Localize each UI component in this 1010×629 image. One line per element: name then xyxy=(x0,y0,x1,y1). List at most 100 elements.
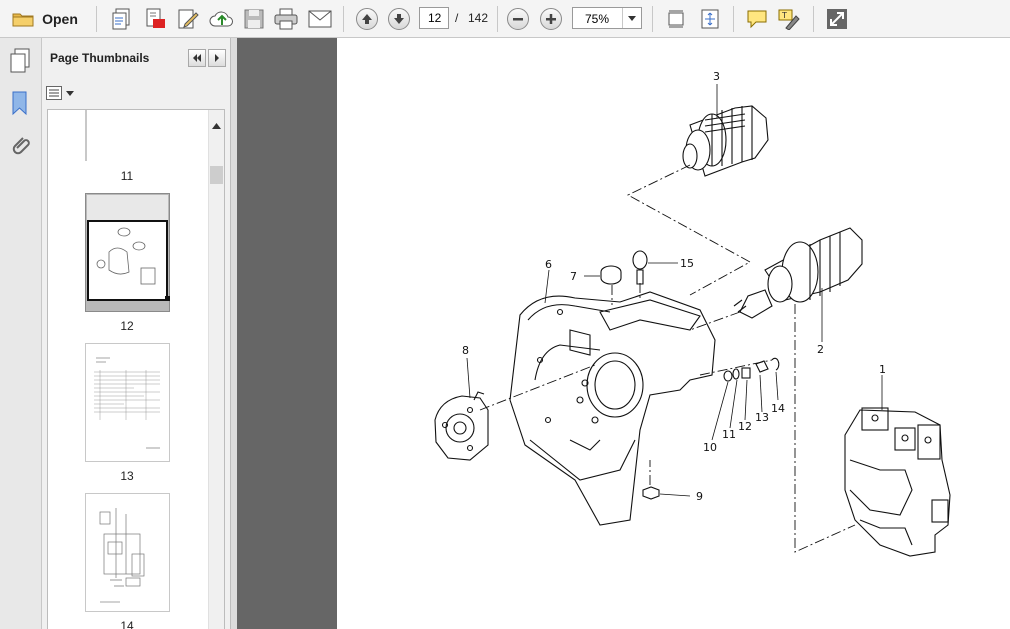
thumbnail-page-14[interactable] xyxy=(85,493,170,612)
scrollbar-thumb[interactable] xyxy=(210,166,223,184)
navigation-rail xyxy=(0,38,42,629)
document-page[interactable]: 3 2 6 7 15 8 9 1 10 11 12 13 14 xyxy=(337,38,1010,629)
upload-button[interactable] xyxy=(208,7,236,31)
thumbnail-diagram xyxy=(96,227,156,285)
folder-icon xyxy=(12,13,34,27)
callout-14: 14 xyxy=(771,402,785,415)
toolbar-separator xyxy=(733,6,734,32)
paperclip-icon xyxy=(12,137,30,155)
highlighter-icon: T xyxy=(778,9,800,30)
page-scroll-icon xyxy=(668,10,684,28)
pages-icon xyxy=(10,48,30,73)
toolbar-separator xyxy=(497,6,498,32)
zoom-value: 75% xyxy=(585,12,610,26)
thumbnail-label: 12 xyxy=(120,319,134,333)
parts-10-14-fittings xyxy=(723,357,780,382)
double-chevron-left-icon xyxy=(193,54,201,62)
document-background xyxy=(237,38,337,629)
create-pdf-button[interactable] xyxy=(110,7,134,31)
highlight-button[interactable]: T xyxy=(777,7,801,31)
open-button[interactable]: Open xyxy=(6,7,84,31)
thumbnail-parts-table xyxy=(94,357,160,449)
full-screen-button[interactable] xyxy=(825,7,849,31)
thumbnail-page-13[interactable] xyxy=(85,343,170,462)
callout-11: 11 xyxy=(722,428,736,441)
callout-labels: 3 2 6 7 15 8 9 1 10 11 12 13 14 xyxy=(462,70,886,503)
callout-7: 7 xyxy=(570,270,577,283)
email-button[interactable] xyxy=(307,7,333,31)
save-icon xyxy=(244,9,264,29)
attachments-tab[interactable] xyxy=(9,132,31,163)
callout-12: 12 xyxy=(738,420,752,433)
callout-9: 8 xyxy=(462,344,469,357)
pdf-export-icon xyxy=(146,8,165,28)
thumbnail-scrollbar[interactable] xyxy=(208,110,224,629)
page-separator: / xyxy=(455,11,459,25)
next-page-button[interactable] xyxy=(387,7,411,31)
panel-title: Page Thumbnails xyxy=(50,51,150,65)
arrow-up-icon xyxy=(356,8,378,30)
leader-lines xyxy=(466,84,883,497)
thumbnail-diagram xyxy=(99,508,145,603)
plus-icon xyxy=(540,8,562,30)
toolbar: Open 12 / 142 xyxy=(0,0,1010,38)
thumbnail-options-button[interactable] xyxy=(46,84,76,102)
thumbnail-label: 13 xyxy=(120,469,134,483)
part-7-plug xyxy=(600,265,622,285)
page-number-input[interactable]: 12 xyxy=(419,7,449,29)
save-button[interactable] xyxy=(242,7,266,31)
callout-10: 10 xyxy=(703,441,717,454)
part-1-valve-block xyxy=(844,407,951,557)
thumbnail-list[interactable]: 11 12 xyxy=(47,109,225,629)
toolbar-separator xyxy=(652,6,653,32)
thumbnails-panel: Page Thumbnails 11 xyxy=(42,38,230,629)
minus-icon xyxy=(507,8,529,30)
svg-text:T: T xyxy=(781,11,787,20)
thumbnail-page-12[interactable] xyxy=(85,193,170,312)
callout-3: 3 xyxy=(713,70,720,83)
chevron-down-icon[interactable] xyxy=(622,8,641,28)
toolbar-separator xyxy=(343,6,344,32)
zoom-in-button[interactable] xyxy=(539,7,563,31)
zoom-select[interactable]: 75% xyxy=(572,7,642,29)
edit-pdf-button[interactable] xyxy=(176,7,200,31)
comment-button[interactable] xyxy=(745,7,769,31)
bookmarks-tab[interactable] xyxy=(9,90,31,121)
part-2-gear xyxy=(733,227,863,319)
print-button[interactable] xyxy=(273,7,299,31)
collapse-panel-button[interactable] xyxy=(188,49,206,67)
bookmark-icon xyxy=(12,91,27,116)
part-3-gear xyxy=(682,105,769,177)
arrow-down-icon xyxy=(388,8,410,30)
callout-1: 1 xyxy=(879,363,886,376)
part-15-eyebolt xyxy=(632,250,648,285)
part-6-housing xyxy=(509,291,716,526)
options-menu-icon xyxy=(46,86,62,100)
fit-page-button[interactable] xyxy=(698,7,722,31)
toolbar-separator xyxy=(813,6,814,32)
callout-2: 2 xyxy=(817,343,824,356)
thumbnail-page-11[interactable] xyxy=(85,110,87,161)
zoom-out-button[interactable] xyxy=(506,7,530,31)
export-pdf-button[interactable] xyxy=(143,7,167,31)
callout-15: 15 xyxy=(680,257,694,270)
scrolling-mode-button[interactable] xyxy=(664,7,688,31)
edit-document-icon xyxy=(178,9,199,29)
thumbnail-label: 14 xyxy=(120,619,134,629)
comment-icon xyxy=(747,10,767,29)
callout-13: 13 xyxy=(755,411,769,424)
expand-panel-button[interactable] xyxy=(208,49,226,67)
printer-icon xyxy=(274,8,298,30)
open-label: Open xyxy=(42,11,78,27)
chevron-down-icon xyxy=(66,90,74,96)
fit-page-icon xyxy=(701,9,719,29)
expand-icon xyxy=(827,9,847,29)
page-thumbnails-tab[interactable] xyxy=(8,48,32,79)
chevron-right-icon xyxy=(215,54,219,62)
toolbar-separator xyxy=(96,6,97,32)
total-pages: 142 xyxy=(468,11,489,25)
exploded-parts-diagram: 3 2 6 7 15 8 9 1 10 11 12 13 14 xyxy=(434,70,951,557)
panel-splitter[interactable] xyxy=(230,38,237,629)
previous-page-button[interactable] xyxy=(355,7,379,31)
chevron-up-icon[interactable] xyxy=(212,116,221,134)
